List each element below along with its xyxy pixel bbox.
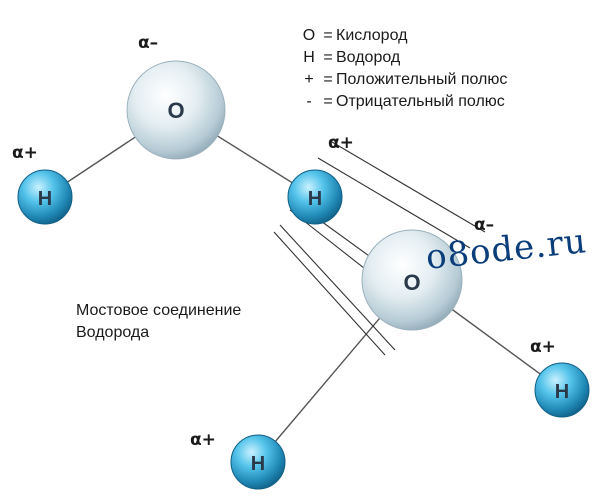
legend-symbol: - <box>306 93 312 110</box>
charge-plus-hydrogen-bottom: α+ <box>190 430 216 450</box>
legend-equals: = <box>323 49 333 66</box>
charge-minus-oxygen-top: α– <box>138 33 158 53</box>
oxygen-label-top: O <box>167 98 184 123</box>
legend-text: Положительный полюс <box>336 71 508 88</box>
oxygen-atom-top <box>126 60 226 160</box>
hydrogen-label-right: H <box>555 381 569 403</box>
legend-row-positive: + =Положительный полюс <box>298 71 507 89</box>
legend-row-hydrogen: H =Водород <box>298 49 400 67</box>
hydrogen-atom-left <box>17 169 73 225</box>
diagram-caption: Мостовое соединение Водорода <box>76 300 241 344</box>
legend-row-oxygen: O =Кислород <box>298 27 408 45</box>
legend-text: Кислород <box>336 27 408 44</box>
legend-text: Водород <box>336 49 401 66</box>
legend-equals: = <box>323 93 333 110</box>
oxygen-atom-bottom <box>361 229 463 331</box>
charge-plus-hydrogen-left: α+ <box>12 143 38 163</box>
hydrogen-atom-right <box>534 362 590 418</box>
legend-symbol: + <box>304 71 314 88</box>
charge-plus-hydrogen-middle: α+ <box>328 133 354 153</box>
legend-equals: = <box>323 71 333 88</box>
hydrogen-atom-bottom <box>230 434 286 490</box>
hydrogen-label-middle: H <box>308 188 322 210</box>
charge-minus-oxygen-bottom: α– <box>474 215 494 235</box>
legend-text: Отрицательный полюс <box>336 93 505 110</box>
charge-plus-hydrogen-right: α+ <box>530 337 556 357</box>
hydrogen-atom-middle <box>287 169 343 225</box>
hydrogen-label-left: H <box>38 188 52 210</box>
oxygen-label-bottom: O <box>403 270 420 295</box>
legend-symbol: O <box>302 27 316 44</box>
legend-symbol: H <box>303 49 315 66</box>
legend-row-negative: -=Отрицательный полюс <box>298 93 505 111</box>
caption-line-1: Мостовое соединение <box>76 302 242 319</box>
caption-line-2: Водорода <box>76 324 150 341</box>
hydrogen-label-bottom: H <box>251 453 265 475</box>
legend-equals: = <box>323 27 333 44</box>
